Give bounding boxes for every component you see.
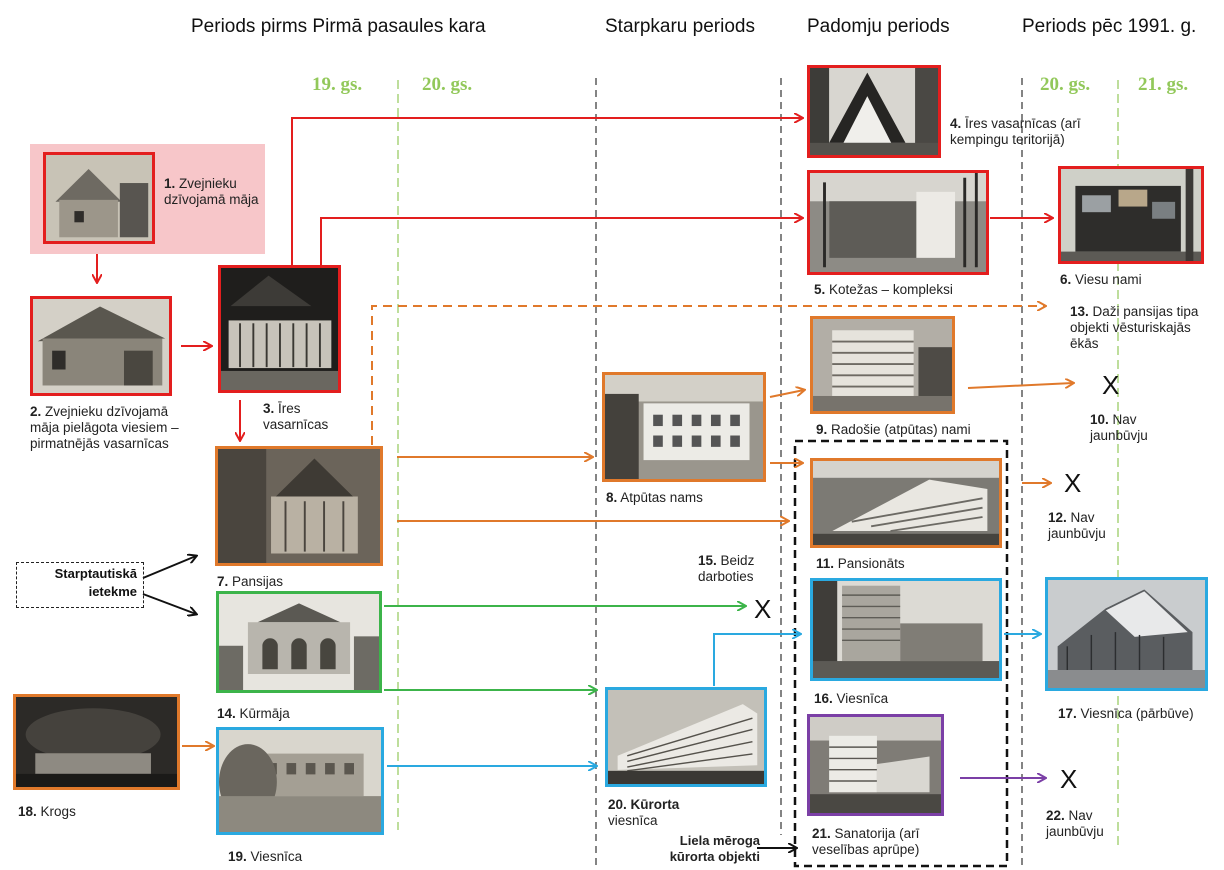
item-3-photo [218,265,341,393]
arrow-influence-14 [142,593,196,614]
century-label-20-post: 20. gs. [1040,74,1091,95]
item-18-label: 18. Krogs [18,804,76,819]
item-1-label: 1. Zvejnieku dzīvojamā māja [164,176,259,207]
item-7-photo [215,446,383,566]
item-2-label: 2. Zvejnieku dzīvojamā māja pielāgota vi… [30,404,179,451]
item-19-photo [216,727,384,835]
item-12-x-mark: X [1064,468,1082,498]
item-16-photo [810,578,1002,681]
item-4-label: 4. Īres vasarnīcas (arī kempingu teritor… [950,116,1081,147]
item-21-photo [807,714,944,816]
arrow-3-4 [291,118,802,265]
arrow-influence-7 [142,556,196,579]
arrow-7-13 [371,306,1045,445]
period-header-interwar: Starpkaru periods [605,16,755,37]
item-2-photo [30,296,172,396]
international-influence-box: Starptautiskā ietekme [16,562,144,608]
item-4-photo [807,65,941,158]
item-15-x-mark: X [754,594,772,624]
century-label-20: 20. gs. [422,74,473,95]
item-5-label: 5. Kotežas – kompleksi [814,282,953,297]
period-header-soviet: Padomju periods [807,16,950,37]
item-17-label: 17. Viesnīca (pārbūve) [1058,706,1194,721]
item-9-label: 9. Radošie (atpūtas) nami [816,422,971,437]
item-19-label: 19. Viesnīca [228,849,303,864]
century-label-21: 21. gs. [1138,74,1189,95]
item-14-photo [216,591,382,693]
century-label-19: 19. gs. [312,74,363,95]
large-scale-label: Liela mēroga kūrorta objekti [669,833,760,864]
item-13-label: 13. Daži pansijas tipa objekti vēsturisk… [1070,304,1199,351]
item-17-photo [1045,577,1208,691]
large-scale-box [793,439,1009,868]
item-9-photo [810,316,955,414]
period-header-pre-ww1: Periods pirms Pirmā pasaules kara [191,16,486,37]
period-header-post-1991: Periods pēc 1991. g. [1022,16,1197,37]
item-8-photo [602,372,766,482]
arrow-8-9 [769,390,804,398]
arrow-9-10 [967,383,1073,389]
international-influence-line1: Starptautiskā [54,566,137,581]
item-8-label: 8. Atpūtas nams [606,490,703,505]
item-16-label: 16. Viesnīca [814,691,889,706]
item-22-label: 22. Nav jaunbūvju [1046,808,1104,839]
item-6-label: 6. Viesu nami [1060,272,1142,287]
item-15-label: 15. Beidz darboties [698,553,755,584]
item-11-label: 11. Pansionāts [816,556,905,571]
item-21-label: 21. Sanatorija (arī veselības aprūpe) [812,826,920,857]
arrow-20-16 [713,634,800,686]
item-5-photo [807,170,989,275]
item-6-photo [1058,166,1204,264]
item-14-label: 14. Kūrmāja [217,706,290,721]
international-influence-line2: ietekme [88,584,137,599]
arrow-3-5 [320,218,802,265]
item-20-photo [605,687,767,787]
item-3-label: 3. Īres vasarnīcas [263,401,329,432]
item-22-x-mark: X [1060,764,1078,794]
item-12-label: 12. Nav jaunbūvju [1048,510,1106,541]
item-18-photo [13,694,180,790]
item-10-label: 10. Nav jaunbūvju [1090,412,1148,443]
item-1-photo [43,152,155,244]
item-10-x-mark: X [1102,370,1120,400]
item-7-label: 7. Pansijas [217,574,284,589]
item-11-photo [810,458,1002,548]
